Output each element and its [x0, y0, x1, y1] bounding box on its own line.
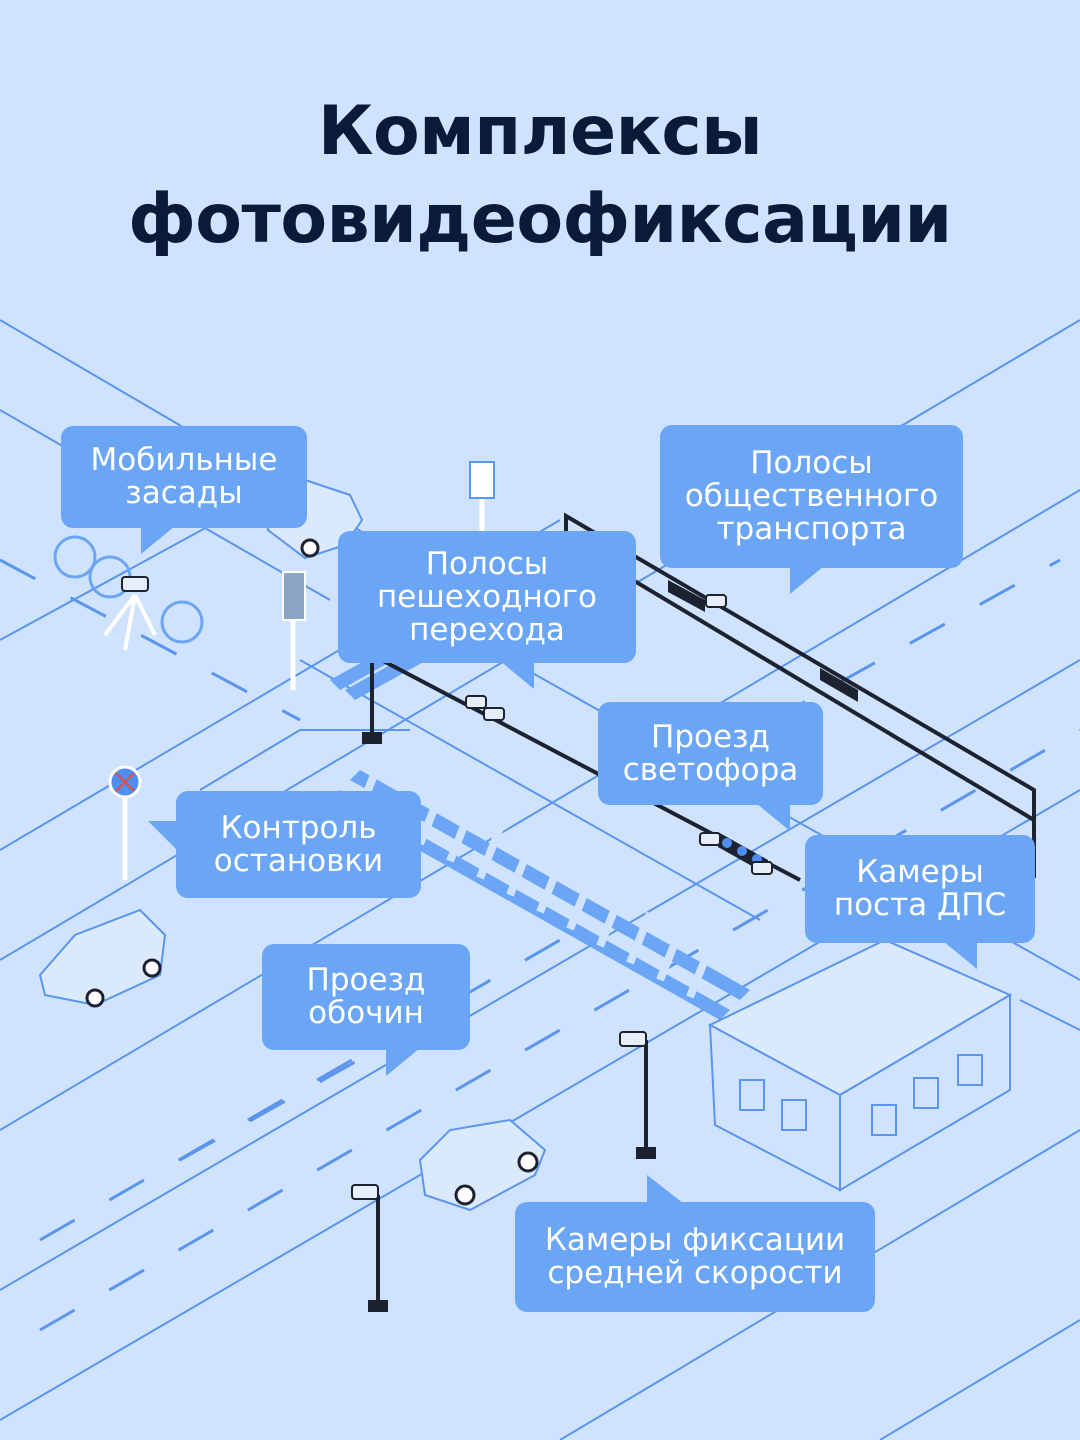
bubble-tail — [647, 1175, 683, 1203]
label-line: Камеры — [856, 854, 984, 890]
label-line: Проезд — [651, 718, 770, 755]
bubble-tail — [500, 661, 534, 689]
bubble-tail — [141, 526, 175, 554]
camera-poles — [376, 1040, 648, 1305]
bubble-tail — [790, 566, 824, 594]
label-line: перехода — [409, 611, 565, 648]
label-line: светофора — [622, 751, 799, 788]
label-line: Полосы — [750, 445, 873, 481]
gantry-boxes — [362, 580, 858, 744]
label-line: остановки — [213, 842, 384, 879]
tripod — [103, 593, 157, 651]
title-line-2: фотовидеофиксации — [128, 180, 952, 259]
label-public-transport-lanes: Полосы общественного транспорта — [660, 425, 963, 594]
label-line: пешеходного — [376, 578, 597, 615]
label-line: транспорта — [716, 511, 907, 547]
bubble-tail — [148, 821, 178, 851]
label-average-speed-cameras: Камеры фиксации средней скорости — [515, 1175, 875, 1312]
label-line: поста ДПС — [833, 887, 1007, 923]
label-dps-post-cameras: Камеры поста ДПС — [805, 835, 1035, 969]
label-pedestrian-lanes: Полосы пешеходного перехода — [338, 531, 636, 689]
label-line: засады — [125, 475, 243, 511]
label-line: Контроль — [220, 809, 377, 846]
title-line-1: Комплексы — [317, 92, 763, 171]
lane-markings — [0, 558, 1080, 1332]
page-title: Комплексы фотовидеофиксации — [0, 88, 1080, 264]
label-line: общественного — [684, 478, 939, 514]
label-shoulder-driving: Проезд обочин — [262, 944, 470, 1076]
camera-icons — [121, 576, 773, 1200]
wheels — [85, 538, 539, 1206]
bubble-tail — [943, 941, 977, 969]
label-mobile-ambush: Мобильные засады — [61, 426, 307, 554]
bubble-tail — [756, 803, 790, 831]
label-line: Мобильные — [90, 442, 278, 478]
label-line: Проезд — [306, 962, 426, 998]
dps-building — [707, 938, 1013, 1192]
label-stop-control: Контроль остановки — [148, 791, 421, 898]
label-line: обочин — [308, 995, 424, 1031]
pole-bases — [368, 1147, 656, 1312]
label-line: Полосы — [425, 545, 549, 582]
bubble-tail — [386, 1048, 420, 1076]
label-line: Камеры фиксации — [544, 1222, 846, 1258]
label-traffic-light: Проезд светофора — [598, 702, 823, 831]
road-signs — [108, 461, 495, 880]
label-line: средней скорости — [547, 1255, 843, 1291]
